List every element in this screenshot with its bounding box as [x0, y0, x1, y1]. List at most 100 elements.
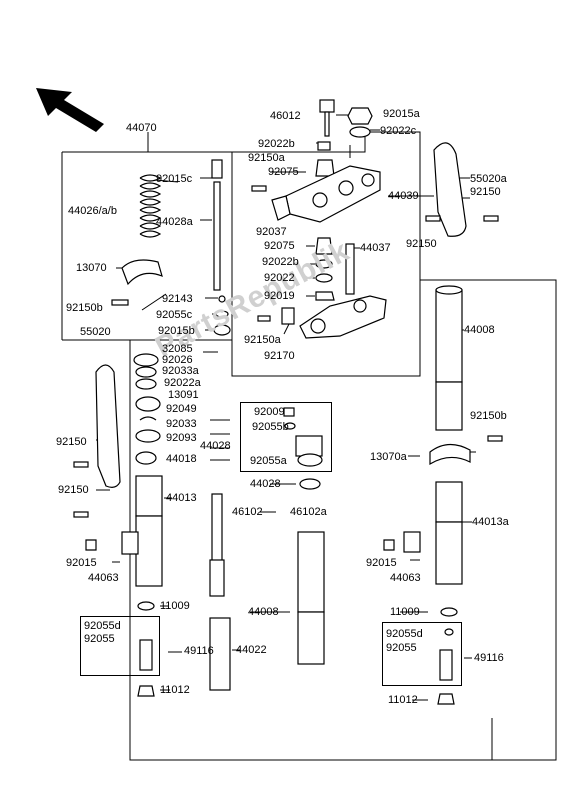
bolt-92150a-mid — [257, 315, 271, 322]
label-92075-top: 92075 — [268, 166, 299, 178]
label-92049: 92049 — [166, 403, 197, 415]
label-44028: 44028 — [250, 478, 281, 490]
label-92150-l2: 92150 — [58, 484, 89, 496]
label-49116-l: 49116 — [184, 645, 214, 657]
label-92009: 92009 — [254, 406, 285, 418]
nut-11012-l — [137, 685, 155, 697]
ring-92093 — [135, 429, 161, 443]
clamp-13070a — [429, 443, 471, 466]
label-92055b: 92055b — [252, 421, 289, 433]
label-44037: 44037 — [360, 242, 391, 254]
bushing-92075-top — [315, 159, 335, 177]
bolt-46012 — [319, 99, 335, 113]
label-55020a: 55020a — [470, 173, 507, 185]
seal-92049 — [135, 396, 161, 412]
label-44063-r: 44063 — [390, 572, 421, 584]
washer-11009-r — [440, 607, 458, 617]
bushing-92075-mid — [315, 237, 333, 255]
label-44022: 44022 — [236, 644, 267, 656]
label-44063-l: 44063 — [88, 572, 119, 584]
bolt-92150-r1 — [483, 215, 499, 222]
label-92055c: 92055c — [156, 309, 193, 321]
label-92150-mid: 92150 — [406, 238, 437, 250]
label-92055d-r: 92055d — [386, 628, 423, 640]
label-44013: 44013 — [166, 492, 197, 504]
label-44026: 44026/a/b — [68, 205, 117, 217]
subbox-92009 — [240, 402, 332, 472]
label-11009-r: 11009 — [390, 606, 420, 618]
label-32085: 32085 — [162, 343, 193, 355]
bolt-92150b — [111, 299, 129, 306]
label-44018: 44018 — [166, 453, 197, 465]
label-92033: 92033 — [166, 418, 197, 430]
label-92022b-mid: 92022b — [262, 256, 299, 268]
bolt-92009 — [283, 407, 295, 417]
label-92055-l: 92055 — [84, 633, 115, 645]
label-92022c: 92022c — [380, 125, 417, 137]
washer-44028 — [299, 478, 321, 490]
label-92022b-top: 92022b — [258, 138, 295, 150]
label-55020: 55020 — [80, 326, 111, 338]
bracket-44063-r — [403, 531, 421, 553]
label-46012: 46012 — [270, 110, 301, 122]
bolt-92150a-top — [251, 185, 267, 192]
bolt-92150-l2 — [73, 511, 89, 518]
label-92022a: 92022a — [164, 377, 201, 389]
washer-92022 — [315, 273, 333, 283]
outer-tube-44013a — [435, 481, 463, 523]
label-44039: 44039 — [388, 190, 419, 202]
label-92093: 92093 — [166, 432, 197, 444]
tube-46102a — [297, 531, 325, 613]
stem-44037 — [345, 243, 355, 295]
label-44013a: 44013a — [472, 516, 509, 528]
nut-92015a — [347, 107, 373, 125]
cylinder-44022 — [209, 617, 231, 691]
label-92019: 92019 — [264, 290, 295, 302]
label-92015-r: 92015 — [366, 557, 397, 569]
label-92150-r1: 92150 — [470, 186, 501, 198]
label-92150-l1: 92150 — [56, 436, 87, 448]
label-92055d-l: 92055d — [84, 620, 121, 632]
label-92055-r: 92055 — [386, 642, 417, 654]
nut-92019 — [315, 291, 335, 301]
label-92015-l: 92015 — [66, 557, 97, 569]
front-direction-arrow-icon — [36, 88, 104, 132]
oring-92055c — [215, 310, 229, 318]
label-49116-r: 49116 — [474, 652, 504, 664]
label-92022: 92022 — [264, 272, 295, 284]
spring-44026 — [139, 174, 162, 238]
label-92037: 92037 — [256, 226, 287, 238]
label-92075-mid: 92075 — [264, 240, 295, 252]
ring-92026 — [135, 366, 157, 378]
bracket-92037 — [271, 195, 291, 221]
label-46102a: 46102a — [290, 506, 327, 518]
label-92026: 92026 — [162, 354, 193, 366]
clamp-13070 — [121, 259, 163, 286]
subbox-49116-left — [80, 616, 160, 676]
bolt-92150-mid — [425, 215, 441, 222]
label-92015c: 92015c — [156, 173, 193, 185]
washer-92022b-mid — [315, 259, 333, 269]
seal-32085 — [133, 353, 159, 367]
label-11012-r: 11012 — [388, 694, 418, 706]
lower-clamp-44037 — [299, 295, 387, 339]
inner-tube-44008 — [435, 289, 463, 383]
nut-92015b — [213, 324, 231, 336]
bolt-92150-l1 — [73, 461, 89, 468]
bolt-92015-r — [383, 539, 395, 551]
bolt-92150b-r — [487, 435, 503, 442]
label-44028a: 44028a — [156, 216, 193, 228]
label-92015b: 92015b — [158, 325, 195, 337]
subbox-49116-right — [382, 622, 462, 686]
label-92150b: 92150b — [66, 302, 103, 314]
label-92015a: 92015a — [383, 108, 420, 120]
label-44008-bot: 44008 — [248, 606, 279, 618]
fork-guard-55020a — [433, 142, 467, 237]
part-92022b-top — [317, 141, 331, 151]
spacer-92015c — [211, 159, 223, 179]
label-44070: 44070 — [126, 122, 157, 134]
nut-11012-r — [437, 693, 455, 705]
label-11009-l: 11009 — [160, 600, 190, 612]
